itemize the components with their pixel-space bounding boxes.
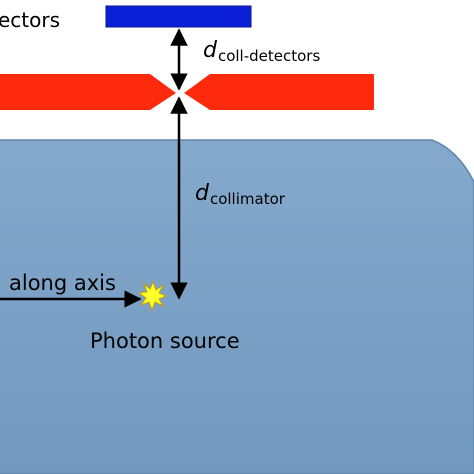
detector-bar [105,5,252,28]
detectors-label: ectors [0,8,61,32]
phantom-body [0,139,474,474]
d-symbol-2: d [195,181,209,206]
photon-source-label: Photon source [90,329,240,353]
along-axis-label: along axis [9,271,116,295]
d-coll-detectors-label: dcoll-detectors [203,38,321,65]
collimator-right-jaw [184,74,374,110]
collimator-subscript: collimator [209,190,285,208]
coll-detectors-subscript: coll-detectors [217,47,321,65]
photon-source-star [137,280,168,312]
d-collimator-label: dcollimator [195,181,285,208]
collimator-left-jaw [0,74,176,110]
d-symbol: d [203,38,217,63]
